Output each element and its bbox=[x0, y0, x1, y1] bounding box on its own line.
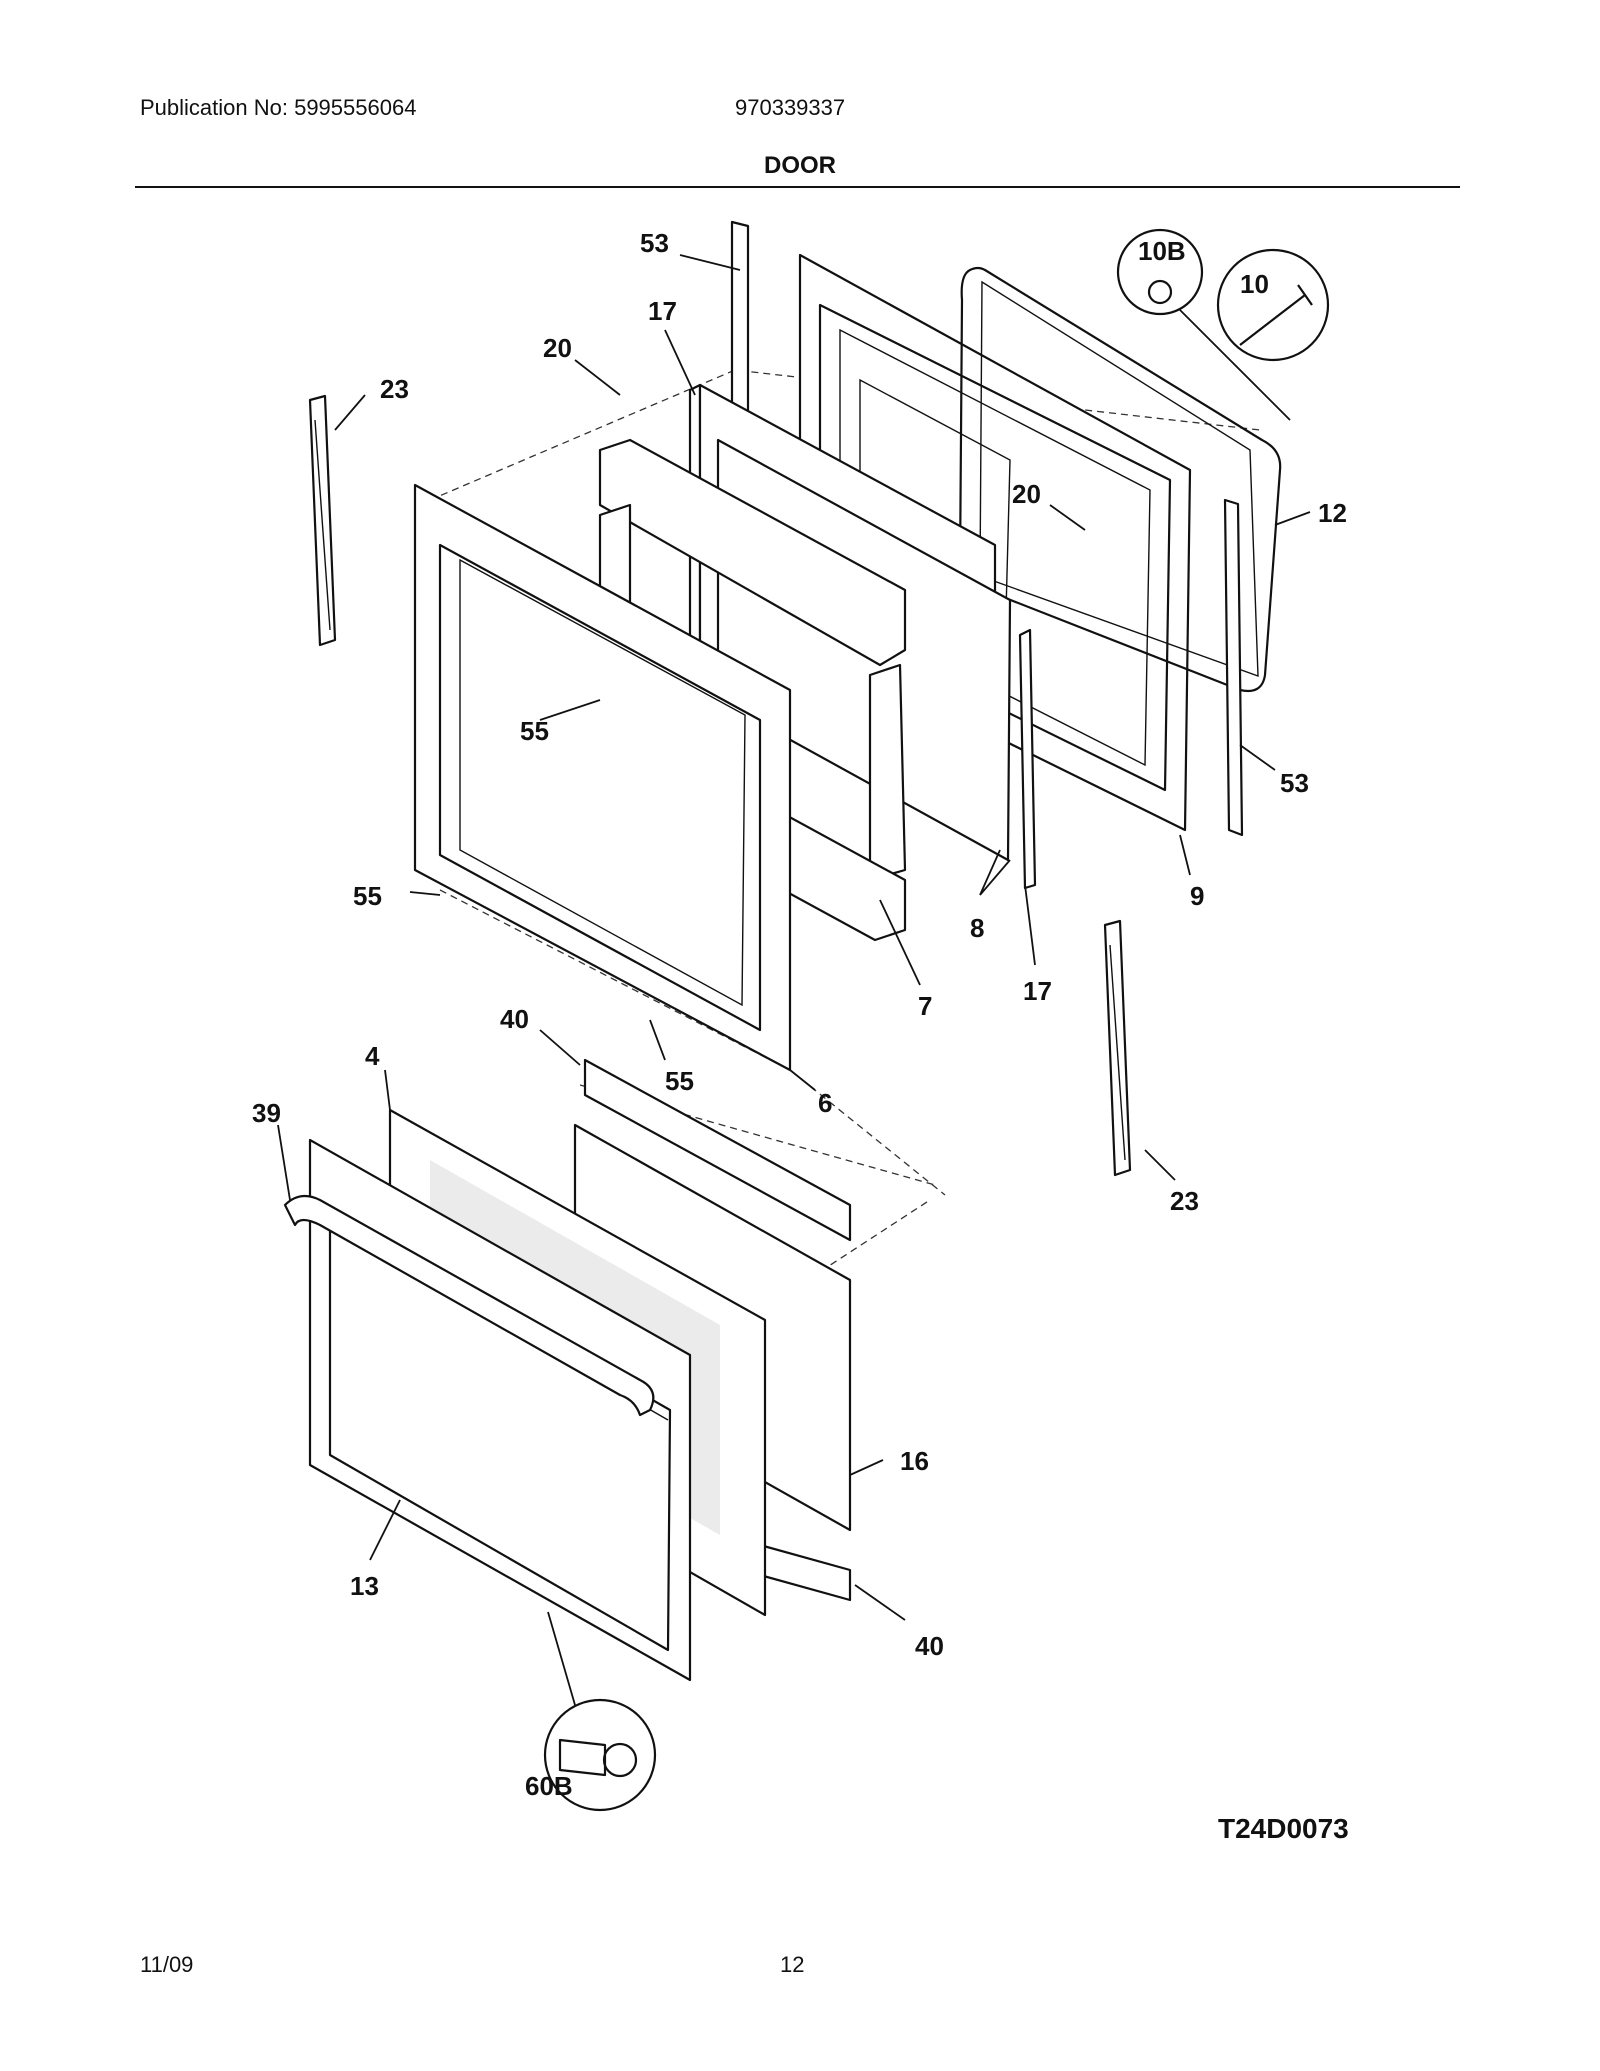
page-title: DOOR bbox=[764, 152, 836, 179]
screw-detail-10B bbox=[1116, 228, 1204, 316]
callout-40-top: 40 bbox=[500, 1004, 529, 1034]
footer-date: 11/09 bbox=[140, 1952, 194, 1977]
callout-23-left: 23 bbox=[380, 374, 409, 404]
leader-lines bbox=[277, 254, 1311, 1621]
hinge-23-right bbox=[1103, 919, 1132, 1177]
callout-55-lower: 55 bbox=[665, 1066, 694, 1096]
callout-20-right: 20 bbox=[1012, 479, 1041, 509]
callout-40-bottom: 40 bbox=[915, 1631, 944, 1661]
diagram-code: T24D0073 bbox=[1218, 1813, 1349, 1844]
callout-7: 7 bbox=[918, 991, 932, 1021]
callout-9: 9 bbox=[1190, 881, 1204, 911]
callout-12: 12 bbox=[1318, 498, 1347, 528]
callout-20-left: 20 bbox=[543, 333, 572, 363]
glass-bracket-40-bottom bbox=[758, 1543, 852, 1602]
header-rule bbox=[135, 186, 1460, 188]
glass-channel-17-right bbox=[1018, 628, 1037, 890]
callout-10: 10 bbox=[1240, 269, 1269, 299]
callout-10B: 10B bbox=[1138, 236, 1186, 266]
callout-53-right: 53 bbox=[1280, 768, 1309, 798]
callout-8: 8 bbox=[970, 913, 984, 943]
callout-6: 6 bbox=[818, 1088, 832, 1118]
callout-17-right: 17 bbox=[1023, 976, 1052, 1006]
callout-16: 16 bbox=[900, 1446, 929, 1476]
callout-39: 39 bbox=[252, 1098, 281, 1128]
callout-60B: 60B bbox=[525, 1771, 573, 1801]
callout-53-left: 53 bbox=[640, 228, 669, 258]
callout-23-right: 23 bbox=[1170, 1186, 1199, 1216]
screw-detail-60B bbox=[543, 1698, 657, 1812]
callout-55-left: 55 bbox=[353, 881, 382, 911]
door-handle-39 bbox=[283, 1194, 655, 1417]
screw-detail-10 bbox=[1216, 248, 1330, 362]
hinge-23-left bbox=[308, 394, 337, 647]
door-gasket-12 bbox=[958, 266, 1282, 693]
callout-13: 13 bbox=[350, 1571, 379, 1601]
model-number: 970339337 bbox=[735, 95, 846, 120]
callout-55-upper: 55 bbox=[520, 716, 549, 746]
door-trim-strip-53-right bbox=[1223, 498, 1244, 837]
publication-number: Publication No: 5995556064 bbox=[140, 95, 417, 120]
callout-17-left: 17 bbox=[648, 296, 677, 326]
glass-bracket-40-top bbox=[583, 1058, 852, 1242]
callout-4: 4 bbox=[365, 1041, 380, 1071]
footer-page-number: 12 bbox=[780, 1952, 805, 1977]
